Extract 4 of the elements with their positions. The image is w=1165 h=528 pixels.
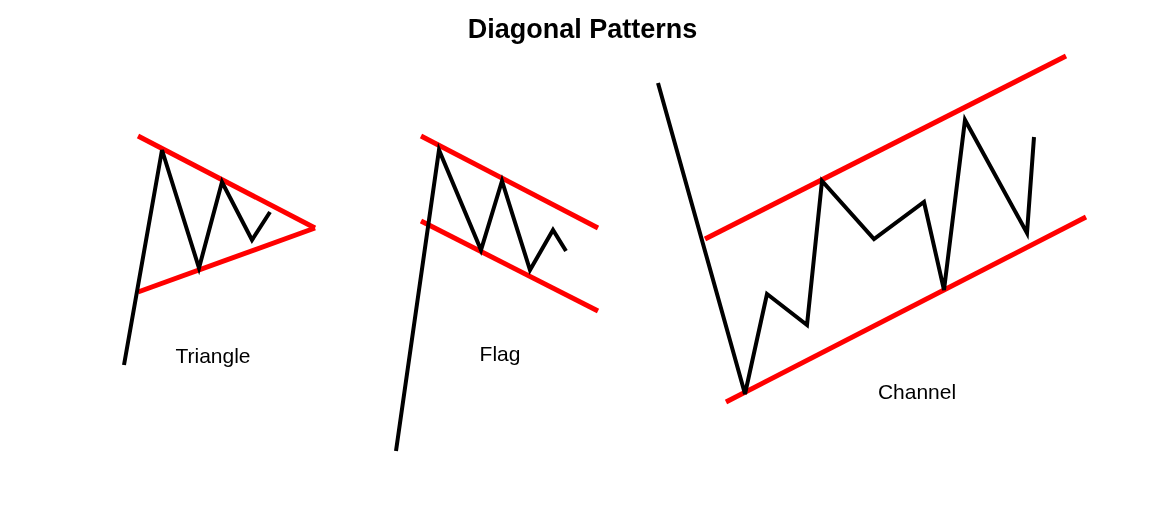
pattern-label: Channel xyxy=(877,380,957,404)
pattern-label: Flag xyxy=(479,342,521,366)
diagram-title: Diagonal Patterns xyxy=(466,14,699,45)
pattern-label: Triangle xyxy=(175,344,251,368)
